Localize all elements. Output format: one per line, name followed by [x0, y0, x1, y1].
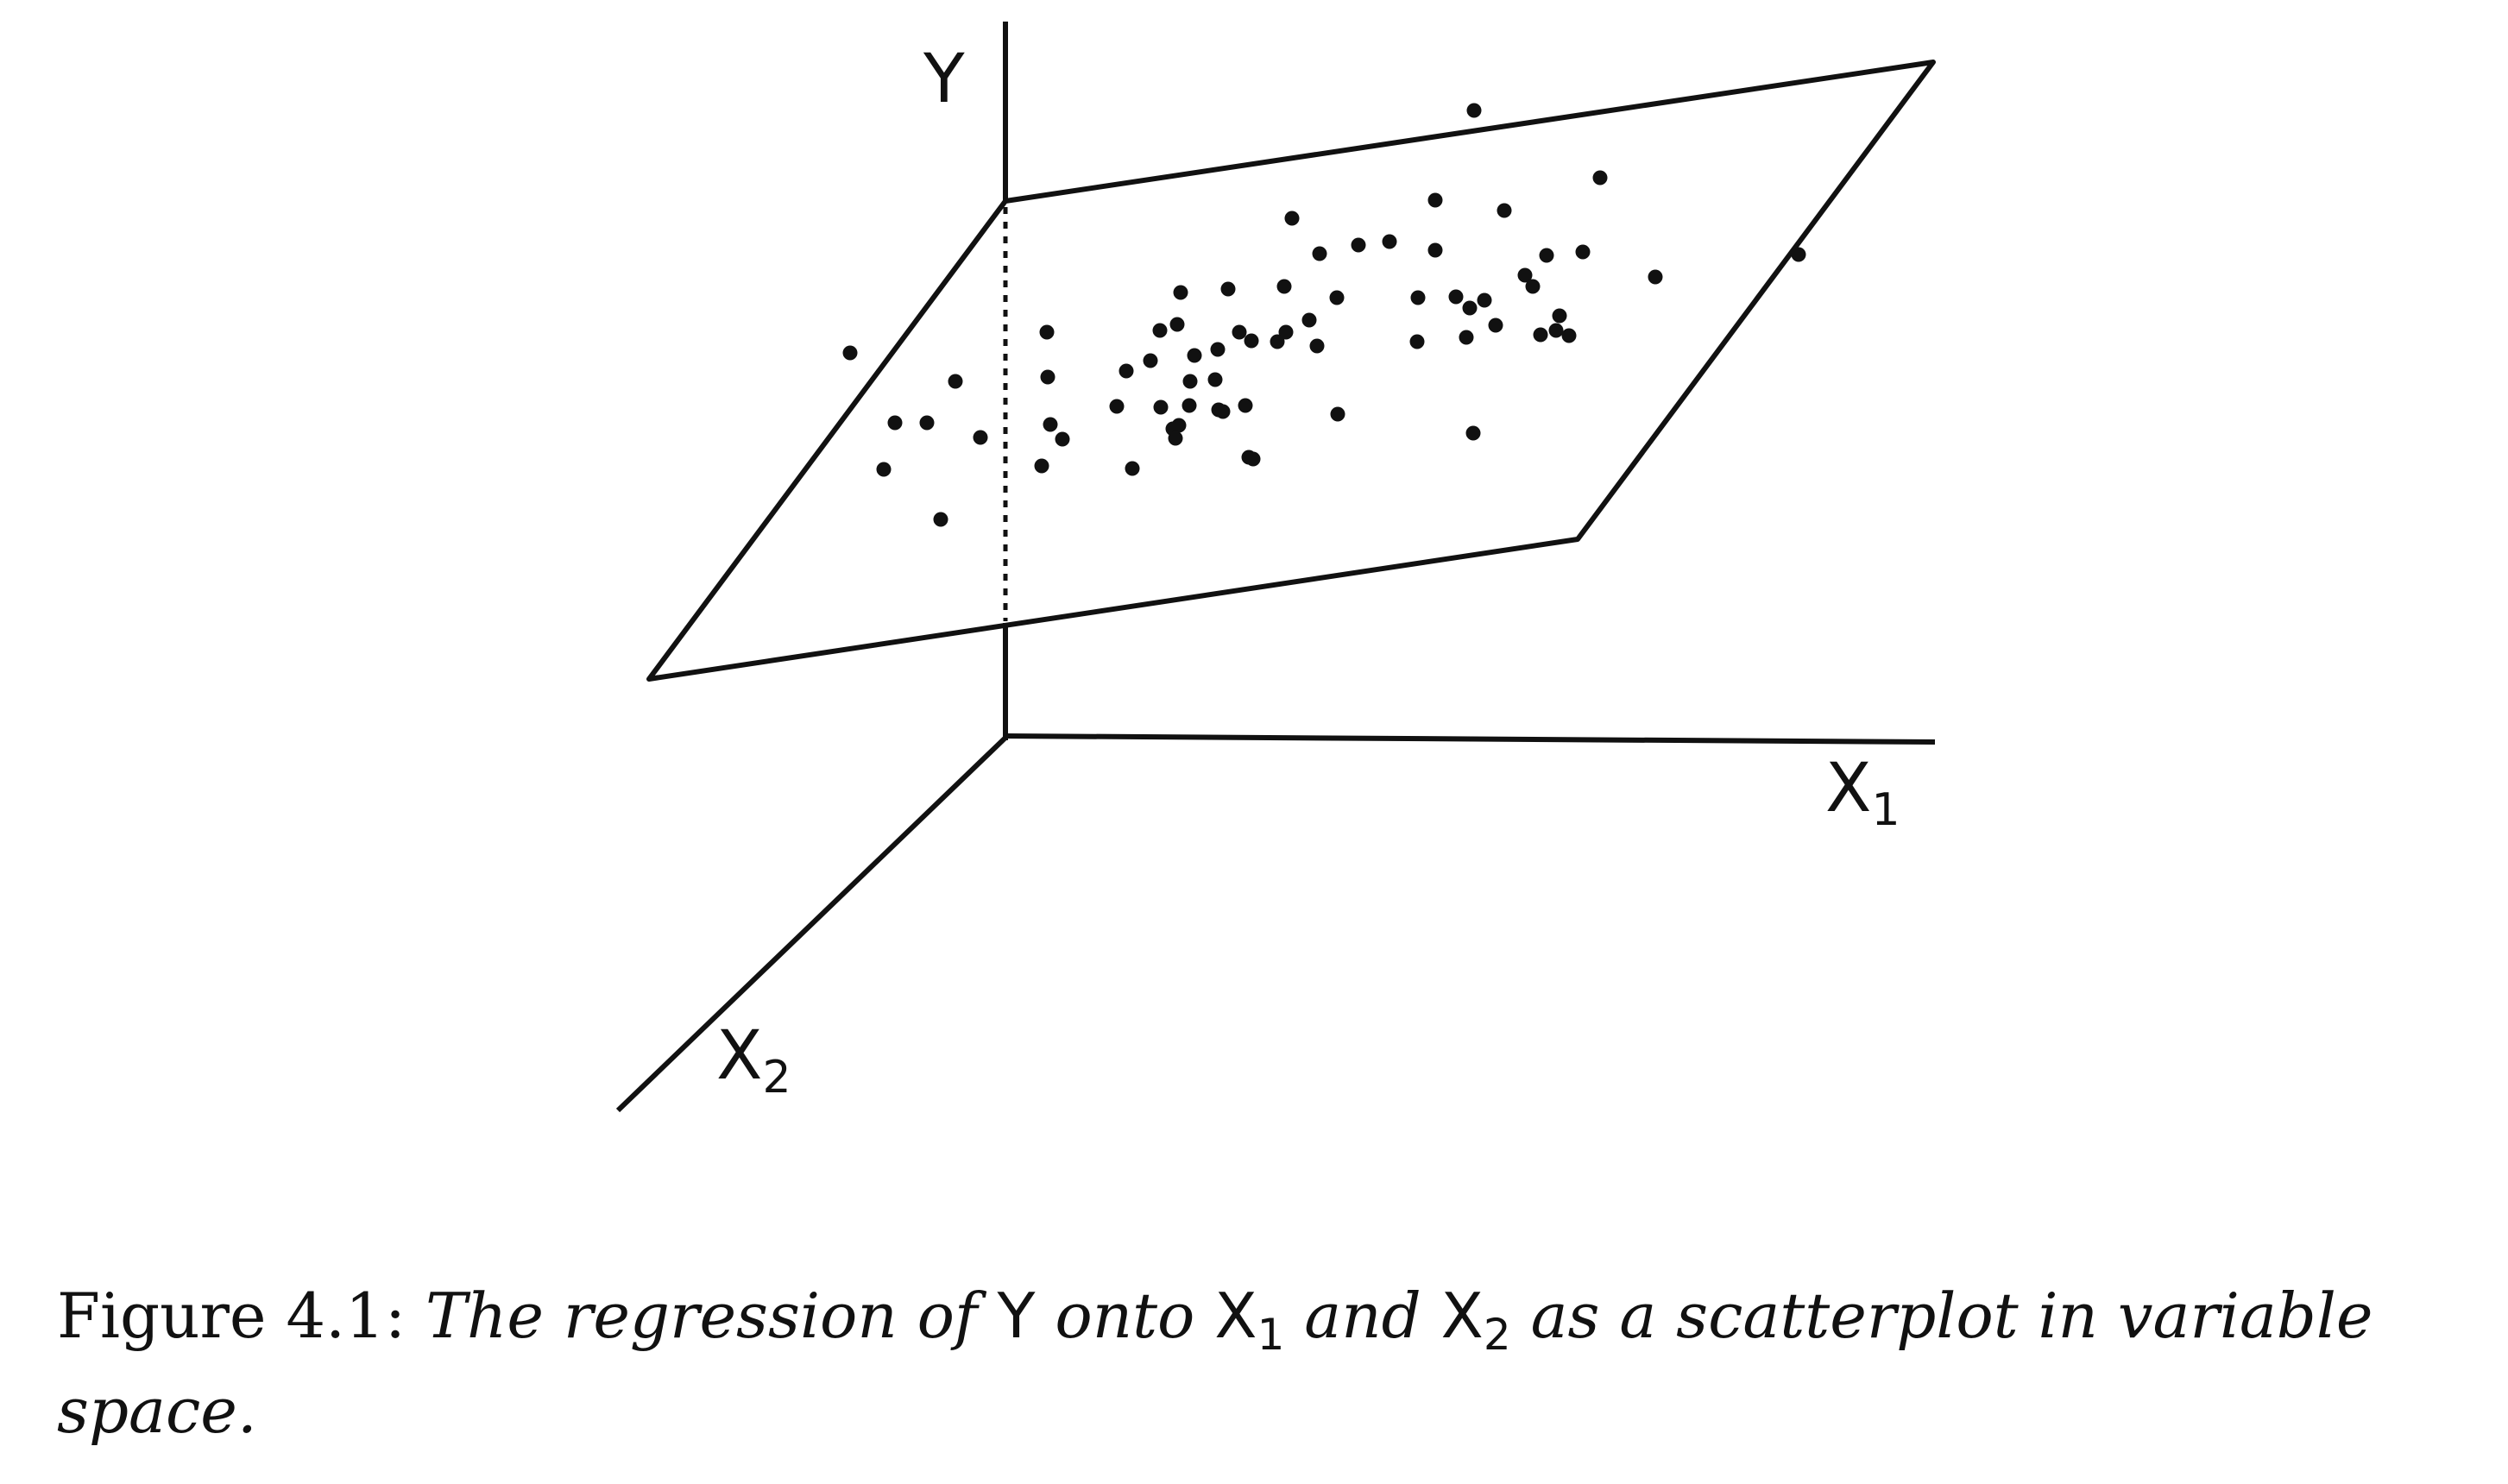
caption-text-4: as a scatterplot in variable [1530, 1280, 2373, 1352]
x2-axis-label: X2 [716, 1017, 791, 1104]
scatter-point [1477, 292, 1492, 308]
regression-plane [646, 60, 1936, 682]
scatter-point [1539, 248, 1554, 263]
scatter-point [1575, 244, 1591, 260]
scatter-point [1410, 290, 1426, 305]
scatter-point [1109, 399, 1125, 414]
scatter-point [1238, 398, 1253, 413]
caption-x2: X2 [1440, 1280, 1511, 1360]
scatter-point [1278, 324, 1294, 340]
scatter-point [1040, 369, 1056, 385]
scatter-point [1462, 300, 1478, 316]
scatter-point [1284, 211, 1300, 226]
caption-text-1: The regression of [425, 1280, 978, 1352]
scatter-point [1055, 431, 1070, 447]
scatter-point [1168, 431, 1183, 446]
scatter-point [1648, 269, 1663, 285]
scatter-point [1409, 334, 1425, 349]
scatter-point [1220, 281, 1236, 297]
scatter-point [1143, 353, 1158, 368]
scatter-point [1497, 203, 1512, 218]
scatter-point [1465, 425, 1481, 441]
scatter-point [1119, 363, 1134, 379]
scatter-point [1791, 247, 1806, 262]
scatter-point [1561, 328, 1577, 343]
scatter-point [1301, 312, 1317, 328]
scatter-point [1210, 342, 1226, 357]
scatter-point [1552, 308, 1567, 324]
caption-text-2: onto [1055, 1280, 1195, 1352]
caption-text-5: space. [57, 1374, 257, 1447]
scatter-point [1270, 334, 1285, 349]
scatter-point [1207, 372, 1223, 387]
caption-y: Y [997, 1280, 1036, 1352]
scatter-point [1466, 103, 1482, 118]
scatter-point [1427, 242, 1443, 258]
caption-label: Figure 4.1: [57, 1280, 406, 1352]
y-axis-label: Y [923, 41, 965, 118]
scatter-point [1488, 318, 1503, 333]
scatter-point [1153, 399, 1169, 415]
scatter-point [1244, 333, 1259, 349]
scatter-point [1182, 398, 1197, 413]
scatter-point [1309, 338, 1325, 354]
scatter-point [919, 415, 935, 431]
scatter-point [1351, 237, 1366, 253]
scatter-point [1448, 289, 1464, 305]
scatter-point [948, 374, 963, 389]
x1-axis-label: X1 [1825, 750, 1900, 836]
scatter-point [1125, 461, 1140, 476]
scatter-point [1276, 279, 1292, 294]
scatter-point [1173, 285, 1188, 300]
scatter-point [1592, 170, 1608, 186]
x1-axis [1005, 733, 1936, 745]
scatter-point [1232, 324, 1247, 340]
scatter-point [1427, 192, 1443, 208]
scatter-point [1245, 451, 1261, 467]
scatter-point [1533, 327, 1548, 343]
scatter-point [1329, 290, 1345, 305]
scatter-point [876, 462, 892, 477]
scatter-point [1312, 246, 1327, 261]
caption-x1: X1 [1214, 1280, 1285, 1360]
caption-text-3: and [1304, 1280, 1421, 1352]
scatter-point [1152, 323, 1168, 338]
scatter-point [1548, 323, 1564, 338]
scatter-point [1517, 267, 1533, 283]
scatter-point [1034, 458, 1049, 474]
scatter-point [1182, 374, 1198, 389]
scatter-point [1382, 234, 1397, 249]
scatter-point [1187, 348, 1202, 363]
scatter-point [1459, 330, 1474, 345]
x2-axis [615, 735, 1008, 1113]
scatter-point [1039, 324, 1055, 340]
scatter-point [887, 415, 903, 431]
figure-caption: Figure 4.1: The regression of Y onto X1 … [57, 1268, 2491, 1458]
scatter-points [842, 103, 1806, 527]
scatter-point [1043, 417, 1058, 432]
scatter-point [973, 430, 988, 445]
scatter-point [933, 512, 948, 527]
scatter-point [842, 345, 858, 361]
scatter-point [1215, 404, 1231, 419]
scatter-point [1525, 279, 1541, 294]
scatter-point [1169, 317, 1185, 332]
scatter-point [1330, 406, 1345, 422]
